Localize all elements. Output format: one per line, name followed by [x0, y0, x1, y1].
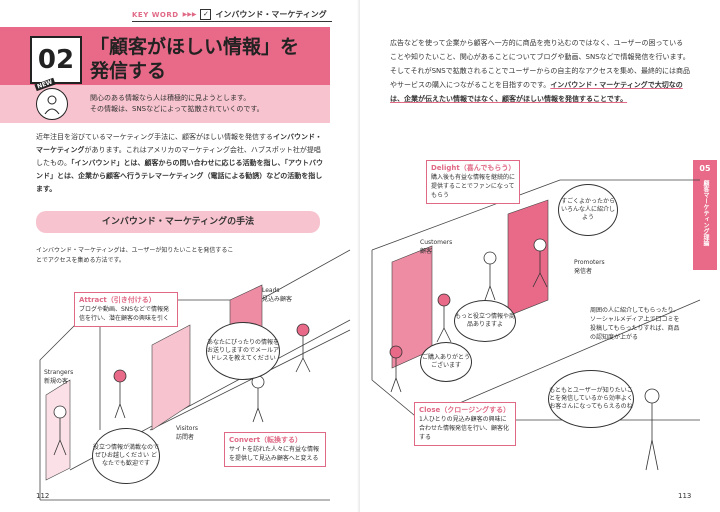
- attract-title: Attract（引き付ける）: [79, 296, 156, 304]
- bubble-great: すごくよかったからいろんな人に紹介しよう: [558, 184, 618, 236]
- promoters-description: 周囲の人に紹介してもらったり、ソーシャルメディア上で口コミを投稿してもらったりす…: [590, 307, 680, 341]
- bubble-efficient: もともとユーザーが知りたいことを発信しているから効率よくお客さんになってもらえる…: [548, 370, 634, 428]
- close-body: 1人ひとりの見込み顧客の興味に合わせた情報発信を行い、顧客化する: [419, 416, 510, 441]
- callout-close: Close（クロージングする） 1人ひとりの見込み顧客の興味に合わせた情報発信を…: [414, 402, 516, 446]
- keyword-text: インバウンド・マーケティング: [215, 10, 327, 19]
- body-part-1: 近年注目を浴びているマーケティング手法に、顧客がほしい情報を発信する: [36, 133, 273, 141]
- body-bold-2: 「インバウンド」とは、顧客からの問い合わせに応じる活動を指し、「アウトバウンド」…: [36, 159, 323, 193]
- bubble-welcome: 役立つ情報が満載なので ぜひお越しください どなたでも歓迎です: [92, 428, 160, 484]
- page-number-right: 113: [678, 492, 692, 500]
- callout-attract: Attract（引き付ける） ブログや動画、SNSなどで情報発信を行い、潜在顧客…: [74, 292, 178, 327]
- chapter-tab-label: 顧客マーケティング理論: [702, 180, 709, 246]
- subtitle: 関心のある情報なら人は積極的に見ようとします。 その情報は、SNSなどによって拡…: [90, 93, 320, 115]
- section-number: 02: [30, 36, 82, 84]
- callout-delight: Delight（喜んでもらう） 購入後も有益な情報を継続的に提供することでファン…: [426, 160, 520, 204]
- person-woman-right: [644, 388, 660, 471]
- label-leads: Leads 見込み顧客: [262, 287, 293, 303]
- subtitle-line-1: 関心のある情報なら人は積極的に見ようとします。: [90, 94, 251, 102]
- callout-convert: Convert（転換する） サイトを訪れた人々に有益な情報を提供して見込み顧客へ…: [224, 432, 326, 467]
- section-description: インバウンド・マーケティングは、ユーザーが知りたいことを発信することでアクセスを…: [36, 247, 234, 264]
- check-icon: ✓: [200, 9, 212, 20]
- new-badge-icon: NEW: [34, 77, 68, 120]
- title-line-2: 発信する: [90, 60, 167, 82]
- person-visitor: [113, 369, 127, 419]
- close-title: Close（クロージングする）: [419, 406, 511, 414]
- person-promoter: [532, 238, 548, 288]
- body-part-2: があります。これはアメリカのマーケティング会社、ハブスポット社が提唱したもの。: [36, 146, 321, 167]
- door-promoters: [507, 199, 549, 317]
- keyword-underline: [132, 21, 332, 22]
- title-line-1: 「顧客がほしい情報」を: [90, 36, 300, 58]
- delight-body: 購入後も有益な情報を継続的に提供することでファンになってもらう: [431, 174, 516, 199]
- keyword-arrows: ▶▶▶: [182, 11, 197, 18]
- keyword-bar: KEY WORD ▶▶▶ ✓ インバウンド・マーケティング: [132, 9, 327, 20]
- chapter-tab-number: 05: [699, 164, 711, 173]
- attract-body: ブログや動画、SNSなどで情報発信を行い、潜在顧客の興味を引く: [79, 306, 170, 322]
- page-title: 「顧客がほしい情報」を 発信する: [90, 35, 299, 83]
- person-staff-left: [251, 375, 265, 423]
- convert-body: サイトを訪れた人々に有益な情報を提供して見込み顧客へと変える: [229, 446, 320, 462]
- door-strangers: [45, 379, 71, 481]
- person-closer: [389, 345, 403, 393]
- bubble-thanks: ご購入ありがとうございます: [420, 342, 472, 382]
- label-promoters: Promoters 発信者: [574, 259, 605, 275]
- chapter-tab: 05 顧客マーケティング理論: [693, 160, 717, 270]
- label-strangers: Strangers 新規の客: [44, 369, 74, 385]
- bubble-more: もっと役立つ情報や商品ありますよ: [454, 300, 516, 342]
- person-icon: [44, 95, 60, 115]
- page-number-left: 112: [36, 492, 50, 500]
- body-text: 近年注目を浴びているマーケティング手法に、顧客がほしい情報を発信するインバウンド…: [36, 131, 326, 196]
- label-visitors: Visitors 訪問者: [176, 425, 199, 441]
- person-stranger: [53, 405, 67, 456]
- person-customer: [436, 293, 452, 343]
- right-text-emphasis: インバウンド・マーケティングで大切なのは、企業が伝えたい情報ではなく、顧客がほし…: [390, 81, 683, 103]
- label-customers: Customers 顧客: [420, 239, 453, 255]
- bubble-email: あなたにぴったりの情報をお送りしますのでメールアドレスを教えてください: [206, 322, 280, 380]
- body-bold-1: インバウンド・マーケティング: [36, 133, 322, 154]
- right-text-part-1: 広告などを使って企業から顧客へ一方的に商品を売り込むのではなく、ユーザーの困って…: [390, 39, 691, 89]
- person-lead: [295, 323, 311, 373]
- convert-title: Convert（転換する）: [229, 436, 303, 444]
- delight-title: Delight（喜んでもらう）: [431, 164, 516, 172]
- right-body-text: 広告などを使って企業から顧客へ一方的に商品を売り込むのではなく、ユーザーの困って…: [390, 36, 690, 106]
- subtitle-line-2: その情報は、SNSなどによって拡散されていくのです。: [90, 105, 264, 113]
- section-header: インバウンド・マーケティングの手法: [36, 211, 320, 233]
- door-visitors: [151, 324, 191, 431]
- keyword-label: KEY WORD: [132, 10, 179, 19]
- person-staff-right: [483, 251, 497, 301]
